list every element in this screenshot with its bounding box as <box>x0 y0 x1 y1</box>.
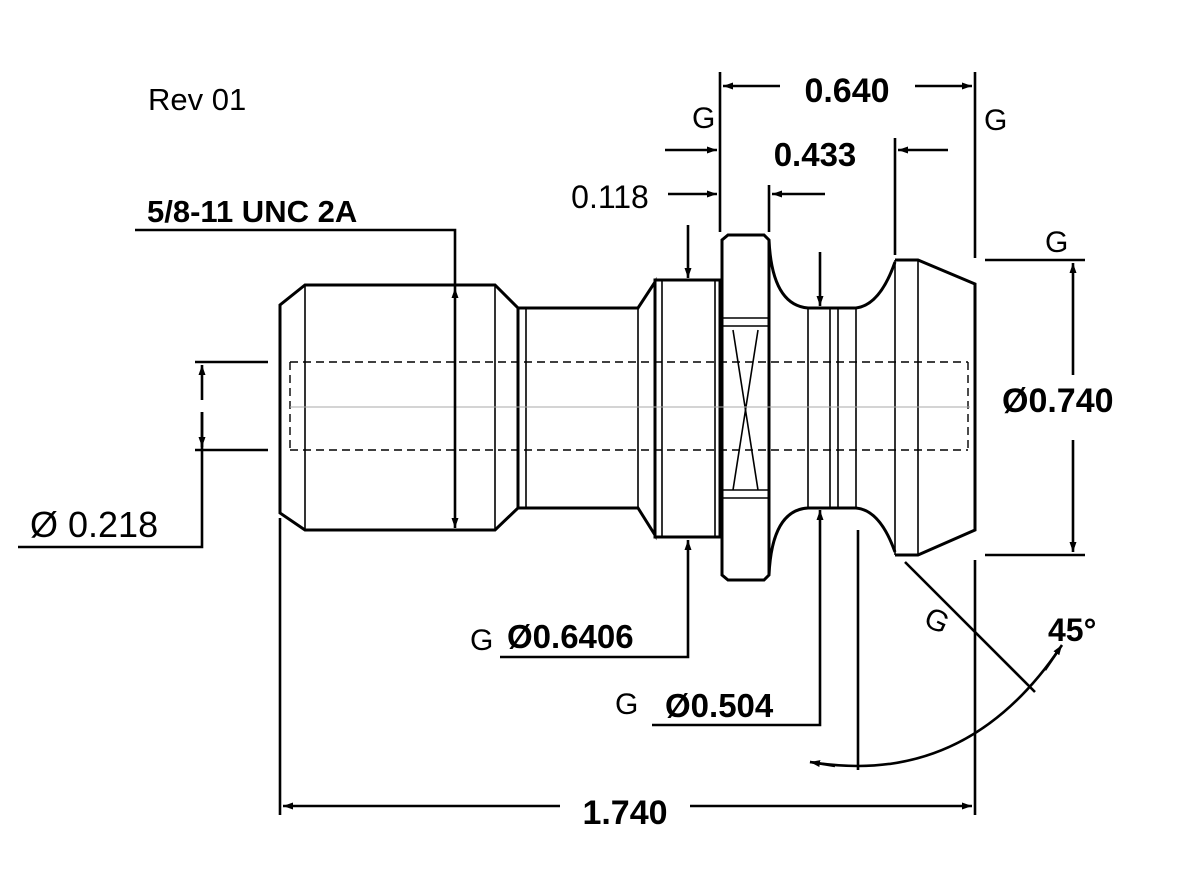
dim-collar-diameter: Ø0.6406 <box>507 618 634 655</box>
grind-mark: G <box>1045 226 1068 259</box>
dim-bore-diameter: Ø 0.218 <box>30 504 158 545</box>
dim-flange-to-end: 0.640 <box>804 72 889 110</box>
dim-flange-offset: 0.118 <box>571 179 649 215</box>
part-outline <box>278 233 977 582</box>
grind-mark: G <box>615 688 638 721</box>
revision-label: Rev 01 <box>148 82 246 117</box>
dim-overall-length: 1.740 <box>582 794 667 832</box>
dim-taper-angle: 45° <box>1048 612 1096 648</box>
grind-mark: G <box>692 102 715 135</box>
dim-head-diameter: Ø0.740 <box>1002 382 1114 420</box>
thread-spec-label: 5/8-11 UNC 2A <box>147 194 357 229</box>
dimension-lines <box>18 72 1085 815</box>
dim-taper-length: 0.433 <box>774 136 857 173</box>
grind-mark: G <box>984 104 1007 137</box>
grind-mark: G <box>470 624 493 657</box>
dim-groove-diameter: Ø0.504 <box>665 687 774 724</box>
